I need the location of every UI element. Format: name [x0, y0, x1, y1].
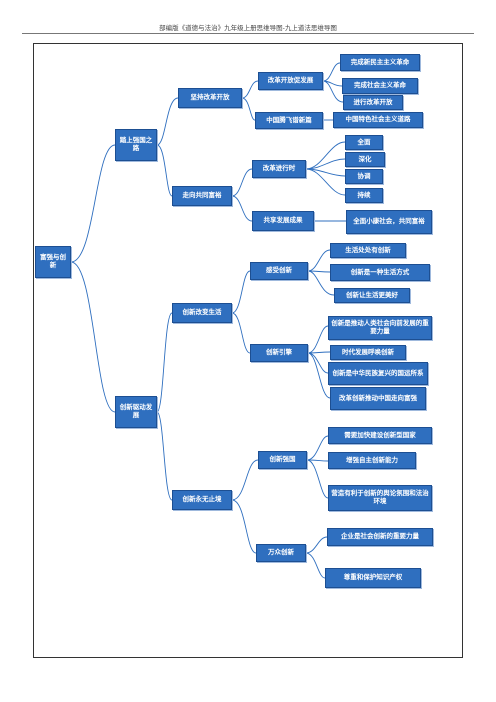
- header-rule: [22, 33, 474, 34]
- child-node-reform-now: 改革进行时: [252, 160, 306, 178]
- leaf-node: 协调: [345, 169, 383, 184]
- leaf-node: 增强自主创新能力: [328, 452, 416, 469]
- branch-node-strong-nation: 踏上强国之路: [115, 129, 157, 161]
- leaf-node: 营造有利于创新的舆论氛围和法治环境: [328, 485, 432, 511]
- branch-node-innovation-driven: 创新驱动发展: [115, 396, 157, 428]
- leaf-node: 企业是社会创新的重要力量: [327, 528, 433, 546]
- sub-node-reform-opening: 坚持改革开放: [178, 88, 242, 108]
- child-node-innovation-nation: 创新强国: [258, 451, 307, 469]
- child-node-mass-innovation: 万众创新: [256, 544, 306, 562]
- leaf-node: 进行改革开放: [343, 95, 403, 110]
- child-node-innovation-engine: 创新引擎: [250, 344, 308, 362]
- leaf-node: 生活处处有创新: [330, 243, 406, 258]
- leaf-node: 创新让生活更美好: [334, 288, 410, 303]
- leaf-node: 中国特色社会主义道路: [333, 112, 423, 128]
- sub-node-innovation-endless: 创新永无止境: [172, 490, 232, 510]
- leaf-node: 尊重和保护知识产权: [325, 568, 421, 588]
- leaf-node: 创新是一种生活方式: [330, 264, 430, 281]
- leaf-node: 创新是推动人类社会向前发展的重要力量: [328, 316, 432, 340]
- sub-node-common-prosperity: 走向共同富裕: [172, 186, 232, 206]
- leaf-node: 全面: [345, 135, 383, 150]
- document-header: 部编版《道德与法治》九年级上册思维导图-九上道法思维导图: [159, 24, 337, 32]
- leaf-node: 深化: [345, 152, 385, 167]
- child-node-reform-development: 改革开放促发展: [258, 72, 323, 90]
- child-node-feel-innovation: 感受创新: [250, 262, 308, 280]
- root-node: 富强与创新: [35, 246, 71, 278]
- leaf-node: 改革创新推动中国走向富强: [330, 387, 426, 410]
- leaf-node: 创新是中华民族复兴的国运所系: [328, 362, 428, 385]
- leaf-node: 完成新民主主义革命: [340, 54, 420, 71]
- diagram-frame: [33, 43, 463, 658]
- leaf-node: 时代发展呼唤创新: [330, 345, 406, 360]
- child-node-share-results: 共享发展成果: [252, 211, 314, 231]
- leaf-node: 持续: [345, 188, 383, 203]
- leaf-node: 全面小康社会，共同富裕: [346, 210, 432, 234]
- leaf-node: 需要加快建设创新型国家: [328, 427, 432, 444]
- child-node-china-rise: 中国腾飞谱新篇: [255, 112, 323, 129]
- leaf-node: 完成社会主义革命: [342, 78, 418, 94]
- sub-node-innovation-changes-life: 创新改变生活: [172, 303, 232, 323]
